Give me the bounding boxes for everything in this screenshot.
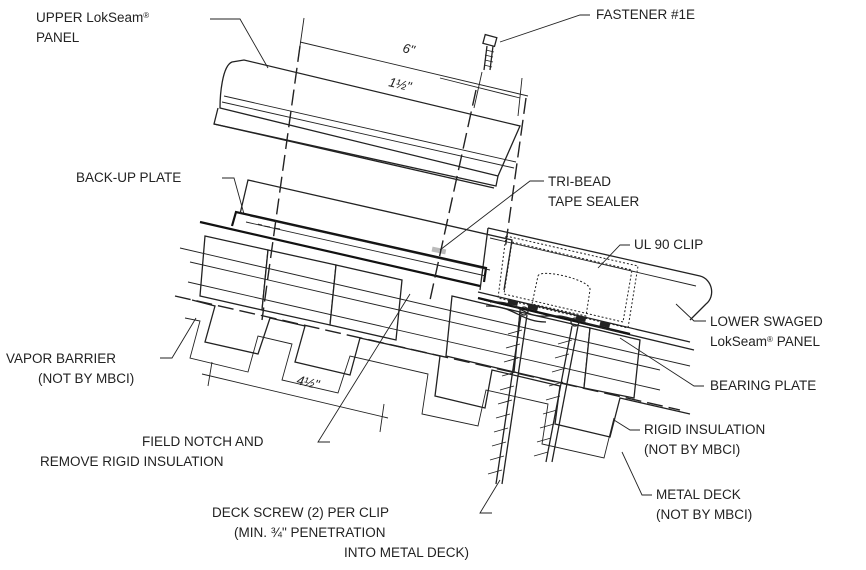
label-rigid-2: (NOT BY MBCI) bbox=[644, 442, 740, 457]
label-ul90-clip: UL 90 CLIP bbox=[634, 237, 703, 252]
label-tribead-2: TAPE SEALER bbox=[548, 194, 640, 209]
leader-lines bbox=[160, 14, 706, 514]
label-deck-screw-2: (MIN. ¾" PENETRATION bbox=[234, 525, 386, 540]
label-bearing-plate: BEARING PLATE bbox=[710, 378, 816, 393]
label-deck-screw-3: INTO METAL DECK) bbox=[344, 545, 469, 560]
deck-screw-1 bbox=[487, 306, 529, 485]
label-metal-deck-1: METAL DECK bbox=[656, 487, 741, 502]
bearing-plate bbox=[477, 296, 631, 336]
dimension-lines bbox=[201, 17, 529, 433]
dim-6in: 6" bbox=[401, 40, 417, 58]
label-field-notch-1: FIELD NOTCH AND bbox=[142, 434, 264, 449]
dim-1-5in: 1½" bbox=[387, 74, 414, 94]
label-field-notch-2: REMOVE RIGID INSULATION bbox=[40, 454, 224, 469]
label-deck-screw-1: DECK SCREW (2) PER CLIP bbox=[212, 505, 389, 520]
upper-lokseam-panel bbox=[213, 59, 521, 189]
label-fastener: FASTENER #1E bbox=[596, 7, 695, 22]
dim-4-5in: 4½" bbox=[295, 372, 322, 392]
label-vapor-2: (NOT BY MBCI) bbox=[38, 371, 134, 386]
label-upper-panel-1: UPPER LokSeam® bbox=[36, 10, 149, 25]
label-rigid-1: RIGID INSULATION bbox=[644, 422, 765, 437]
label-lower-panel-2: LokSeam® PANEL bbox=[710, 334, 820, 349]
deck-screw-2 bbox=[533, 317, 580, 463]
tribead-mark bbox=[431, 246, 447, 255]
label-metal-deck-2: (NOT BY MBCI) bbox=[656, 507, 752, 522]
metal-deck-inner bbox=[184, 317, 615, 459]
fastener-icon bbox=[482, 33, 498, 71]
rigid-insulation bbox=[179, 235, 691, 399]
label-backup-plate: BACK-UP PLATE bbox=[76, 170, 181, 185]
label-upper-panel-2: PANEL bbox=[36, 30, 80, 45]
label-lower-panel-1: LOWER SWAGED bbox=[710, 314, 823, 329]
label-tribead-1: TRI-BEAD bbox=[548, 174, 611, 189]
label-vapor-1: VAPOR BARRIER bbox=[6, 351, 116, 366]
ul90-clip bbox=[497, 235, 639, 329]
backup-plate bbox=[230, 179, 513, 291]
